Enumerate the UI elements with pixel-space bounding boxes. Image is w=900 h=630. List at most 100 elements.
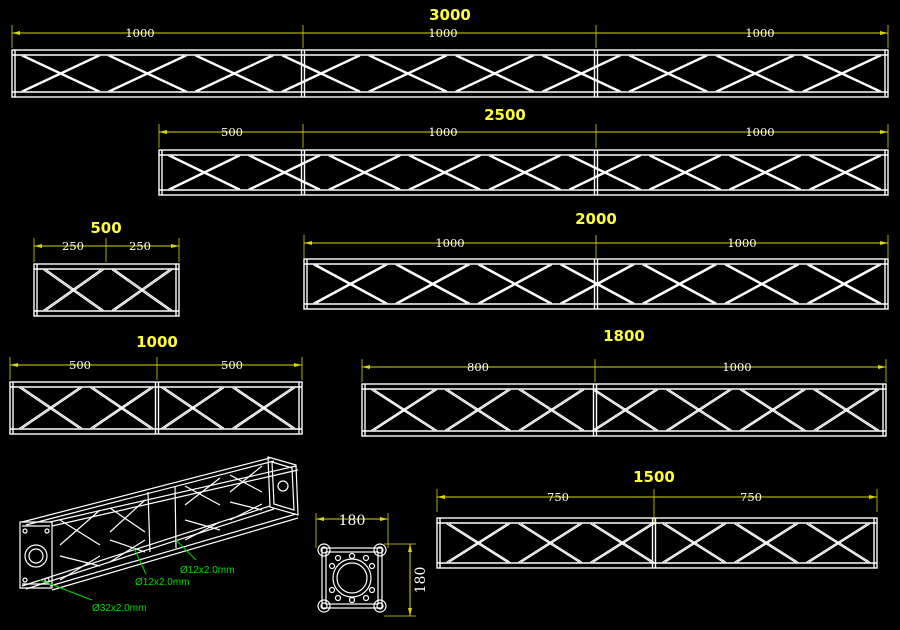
diagonal-brace	[811, 155, 882, 190]
diagonal-brace	[313, 264, 385, 304]
truss-1000-segment-1-label: 500	[69, 358, 91, 372]
truss-3000-total-label: 3000	[429, 6, 471, 24]
diagonal-brace	[108, 55, 185, 92]
diagonal-brace	[805, 55, 882, 92]
diagonal-brace	[631, 55, 708, 92]
diagonal-brace	[19, 387, 80, 429]
truss-1800-dimension: 1800 800 1000	[361, 327, 887, 382]
diagonal-brace	[742, 389, 806, 431]
diagonal-brace	[250, 155, 321, 190]
diagonal-brace	[590, 523, 652, 563]
diagonal-brace	[807, 264, 879, 304]
isometric-note-horizontal: Ø12x2.0mm	[135, 577, 189, 588]
diagonal-brace	[668, 389, 732, 431]
diagonal-brace	[21, 387, 83, 429]
diagonal-brace	[445, 389, 509, 431]
outer-frame	[361, 383, 887, 437]
truss-1000-segment-2-label: 500	[221, 358, 243, 372]
truss-500-segment-1-label: 250	[62, 239, 84, 253]
diagonal-brace	[194, 55, 272, 92]
diagonal-brace	[568, 155, 639, 190]
diagonal-brace	[197, 55, 274, 92]
truss-3000-segment-1-label: 1000	[125, 26, 154, 40]
truss-2000-segment-1-label: 1000	[435, 236, 464, 250]
diagonal-brace	[446, 523, 508, 563]
diagonal-brace	[455, 55, 532, 92]
cross-section-view: 180 180	[315, 513, 429, 617]
truss-3000-segment-2-label: 1000	[428, 26, 457, 40]
diagonal-brace	[161, 387, 222, 429]
diagonal-brace	[662, 523, 724, 563]
isometric-note-diagonal: Ø12x2.0mm	[180, 565, 234, 576]
truss-1500-total-label: 1500	[633, 468, 675, 486]
truss-1000: 1000 500 500	[9, 333, 303, 435]
truss-2500-segment-1-label: 500	[221, 125, 243, 139]
diagonal-brace	[727, 264, 799, 304]
diagonal-brace	[592, 389, 656, 431]
diagonal-brace	[315, 264, 388, 304]
truss-1000-body	[9, 381, 303, 435]
truss-2500-segment-3-label: 1000	[745, 125, 774, 139]
diagonal-brace	[90, 387, 151, 429]
truss-1800-body	[361, 383, 887, 437]
outer-frame	[33, 263, 180, 317]
diagonal-brace	[163, 387, 225, 429]
diagonal-brace	[411, 155, 481, 190]
truss-1000-total-label: 1000	[136, 333, 178, 351]
diagonal-brace	[518, 523, 580, 563]
diagonal-brace	[594, 389, 659, 431]
diagonal-brace	[110, 55, 187, 92]
diagonal-brace	[21, 55, 98, 92]
truss-2500-segment-2-label: 1000	[428, 125, 457, 139]
truss-3000-body	[11, 49, 889, 98]
diagonal-brace	[408, 155, 479, 190]
diagonal-brace	[371, 389, 435, 431]
isometric-note-main-chord: Ø32x2.0mm	[92, 603, 146, 614]
truss-500-body	[33, 263, 180, 317]
diagonal-brace	[520, 523, 583, 563]
truss-1500: 1500 750 750	[436, 468, 878, 569]
outer-frame	[11, 49, 889, 98]
diagonal-brace	[447, 389, 511, 431]
diagonal-brace	[284, 55, 361, 92]
diagonal-brace	[809, 155, 879, 190]
diagonal-brace	[45, 269, 104, 311]
truss-3000-dimension: 3000 1000 1000 1000	[11, 6, 889, 48]
truss-2000-segment-2-label: 1000	[727, 236, 756, 250]
diagonal-brace	[664, 523, 727, 563]
truss-500-segment-2-label: 250	[129, 239, 151, 253]
diagonal-brace	[248, 155, 318, 190]
diagonal-brace	[734, 523, 796, 563]
diagonal-brace	[651, 155, 721, 190]
diagonal-brace	[23, 55, 100, 92]
diagonal-brace	[281, 55, 358, 92]
truss-3000-segment-3-label: 1000	[745, 26, 774, 40]
diagonal-brace	[729, 155, 799, 190]
outer-frame	[436, 517, 878, 569]
diagonal-brace	[628, 55, 706, 92]
diagonal-brace	[542, 55, 619, 92]
diagonal-brace	[806, 523, 868, 563]
truss-2000-total-label: 2000	[575, 210, 617, 228]
diagonal-brace	[666, 389, 730, 431]
truss-2000: 2000 1000 1000	[303, 210, 889, 310]
cross-section-height-label: 180	[413, 567, 429, 594]
diagonal-brace	[731, 155, 802, 190]
diagonal-brace	[488, 155, 559, 190]
diagonal-brace	[477, 264, 550, 304]
diagonal-brace	[521, 389, 585, 431]
truss-1800-segment-2-label: 1000	[722, 360, 751, 374]
diagonal-brace	[170, 155, 241, 190]
diagonal-brace	[491, 155, 561, 190]
diagonal-brace	[328, 155, 398, 190]
diagonal-brace	[592, 523, 655, 563]
diagonal-brace	[813, 389, 877, 431]
diagonal-brace	[114, 269, 173, 311]
diagonal-brace	[644, 264, 717, 304]
diagonal-brace	[809, 264, 882, 304]
outer-frame	[303, 258, 889, 310]
diagonal-brace	[816, 389, 880, 431]
diagonal-brace	[736, 523, 799, 563]
diagonal-brace	[718, 55, 795, 92]
truss-1000-dimension: 1000 500 500	[9, 333, 303, 380]
